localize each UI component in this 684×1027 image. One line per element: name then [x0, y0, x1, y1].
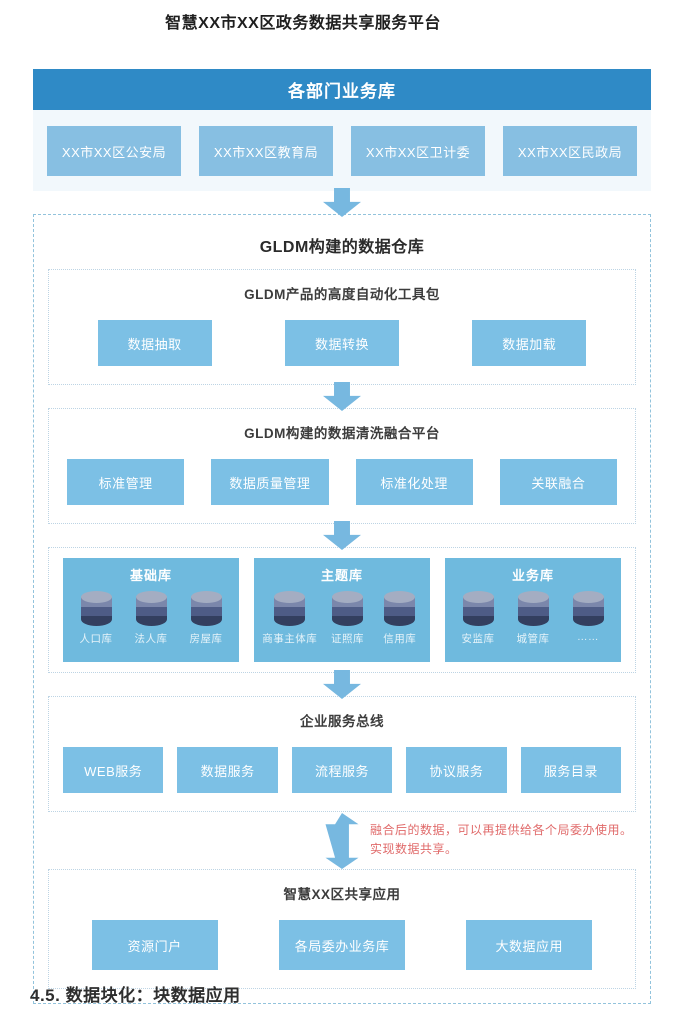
- app-item: 大数据应用: [466, 920, 593, 970]
- db-label: ……: [577, 631, 599, 643]
- db-cylinders: 商事主体库 证照库 信用库: [254, 591, 430, 646]
- share-note-line2: 实现数据共享。: [370, 841, 458, 856]
- arrow-down-icon: [323, 521, 361, 550]
- db-item: 商事主体库: [262, 591, 318, 646]
- arrow-down-icon: [323, 188, 361, 217]
- database-icon: [80, 591, 112, 626]
- db-item: 法人库: [129, 591, 173, 646]
- db-group-theme: 主题库 商事主体库 证照库 信用库: [254, 558, 430, 662]
- arrow-down-icon: [323, 670, 361, 699]
- database-icon: [274, 591, 306, 626]
- toolkit-buttons: 数据抽取 数据转换 数据加载: [61, 320, 623, 366]
- database-icon: [332, 591, 363, 626]
- apps-section: 智慧XX区共享应用 资源门户 各局委办业务库 大数据应用: [48, 869, 636, 989]
- warehouse-container: GLDM构建的数据仓库 GLDM产品的高度自动化工具包 数据抽取 数据转换 数据…: [33, 214, 651, 1004]
- database-icon: [190, 591, 222, 626]
- db-label: 商事主体库: [262, 633, 318, 645]
- departments-box: 各部门业务库 XX市XX区公安局 XX市XX区教育局 XX市XX区卫计委 XX市…: [33, 69, 651, 191]
- db-group-title: 基础库: [129, 568, 172, 583]
- department-item: XX市XX区公安局: [47, 126, 181, 176]
- department-item: XX市XX区民政局: [503, 126, 637, 176]
- database-icon: [572, 591, 604, 626]
- warehouse-title: GLDM构建的数据仓库: [259, 239, 425, 256]
- departments-body: XX市XX区公安局 XX市XX区教育局 XX市XX区卫计委 XX市XX区民政局: [33, 110, 651, 191]
- db-group-basic: 基础库 人口库 法人库 房屋库: [63, 558, 239, 662]
- share-note: 融合后的数据，可以再提供给各个局委办使用。 实现数据共享。: [370, 821, 633, 858]
- database-icon: [135, 591, 167, 626]
- esb-item: 数据服务: [177, 747, 278, 793]
- app-item: 各局委办业务库: [278, 920, 405, 970]
- arrow-updown-icon: [325, 813, 359, 869]
- cleaning-item: 关联融合: [499, 459, 617, 505]
- esb-item: 流程服务: [291, 747, 393, 793]
- database-icon: [462, 591, 494, 626]
- apps-title: 智慧XX区共享应用: [283, 887, 401, 902]
- esb-section: 企业服务总线 WEB服务 数据服务 流程服务 协议服务 服务目录: [48, 696, 636, 812]
- esb-item: WEB服务: [63, 747, 164, 793]
- database-icon: [384, 591, 416, 626]
- cleaning-title: GLDM构建的数据清洗融合平台: [244, 426, 440, 441]
- toolkit-item: 数据加载: [472, 320, 587, 366]
- db-item: ……: [566, 591, 610, 646]
- db-label: 安监库: [461, 633, 495, 645]
- esb-item: 协议服务: [406, 747, 507, 793]
- db-cylinders: 安监库 城管库 ……: [445, 591, 621, 646]
- db-label: 人口库: [79, 633, 113, 645]
- db-item: 信用库: [378, 591, 422, 646]
- db-group-title: 主题库: [320, 568, 363, 583]
- cleaning-item: 标准化处理: [355, 459, 473, 505]
- cleaning-buttons: 标准管理 数据质量管理 标准化处理 关联融合: [61, 459, 623, 505]
- db-item: 房屋库: [184, 591, 228, 646]
- page-title: 智慧XX市XX区政务数据共享服务平台: [165, 15, 441, 32]
- db-item: 城管库: [511, 591, 555, 646]
- database-icon: [517, 591, 549, 626]
- db-cylinders: 人口库 法人库 房屋库: [63, 591, 239, 646]
- db-item: 人口库: [74, 591, 118, 646]
- db-label: 证照库: [331, 633, 364, 645]
- department-item: XX市XX区卫计委: [351, 126, 485, 176]
- share-zone: 融合后的数据，可以再提供给各个局委办使用。 实现数据共享。: [48, 812, 636, 869]
- db-label: 城管库: [516, 633, 550, 645]
- toolkit-title: GLDM产品的高度自动化工具包: [244, 287, 440, 302]
- department-item: XX市XX区教育局: [199, 126, 333, 176]
- cleaning-item: 标准管理: [67, 459, 185, 505]
- toolkit-item: 数据抽取: [97, 320, 212, 366]
- cleaning-section: GLDM构建的数据清洗融合平台 标准管理 数据质量管理 标准化处理 关联融合: [48, 408, 636, 524]
- departments-header: 各部门业务库: [33, 69, 651, 110]
- esb-buttons: WEB服务 数据服务 流程服务 协议服务 服务目录: [61, 747, 623, 793]
- db-label: 房屋库: [189, 633, 223, 645]
- databases-section: 基础库 人口库 法人库 房屋库 主题: [48, 547, 636, 673]
- toolkit-section: GLDM产品的高度自动化工具包 数据抽取 数据转换 数据加载: [48, 269, 636, 385]
- cleaning-item: 数据质量管理: [211, 459, 329, 505]
- db-item: 证照库: [326, 591, 370, 646]
- arrow-down-icon: [323, 382, 361, 411]
- toolkit-item: 数据转换: [284, 320, 399, 366]
- app-item: 资源门户: [91, 920, 218, 970]
- share-note-line1: 融合后的数据，可以再提供给各个局委办使用。: [370, 823, 633, 837]
- db-label: 法人库: [134, 633, 168, 645]
- db-label: 信用库: [383, 633, 417, 645]
- db-group-business: 业务库 安监库 城管库 ……: [445, 558, 621, 662]
- esb-item: 服务目录: [520, 747, 622, 793]
- db-group-title: 业务库: [511, 568, 554, 583]
- db-item: 安监库: [456, 591, 500, 646]
- section-heading: 4.5. 数据块化：块数据应用: [30, 986, 241, 1005]
- apps-buttons: 资源门户 各局委办业务库 大数据应用: [61, 920, 623, 970]
- architecture-diagram: 各部门业务库 XX市XX区公安局 XX市XX区教育局 XX市XX区卫计委 XX市…: [33, 69, 651, 1004]
- esb-title: 企业服务总线: [300, 714, 384, 729]
